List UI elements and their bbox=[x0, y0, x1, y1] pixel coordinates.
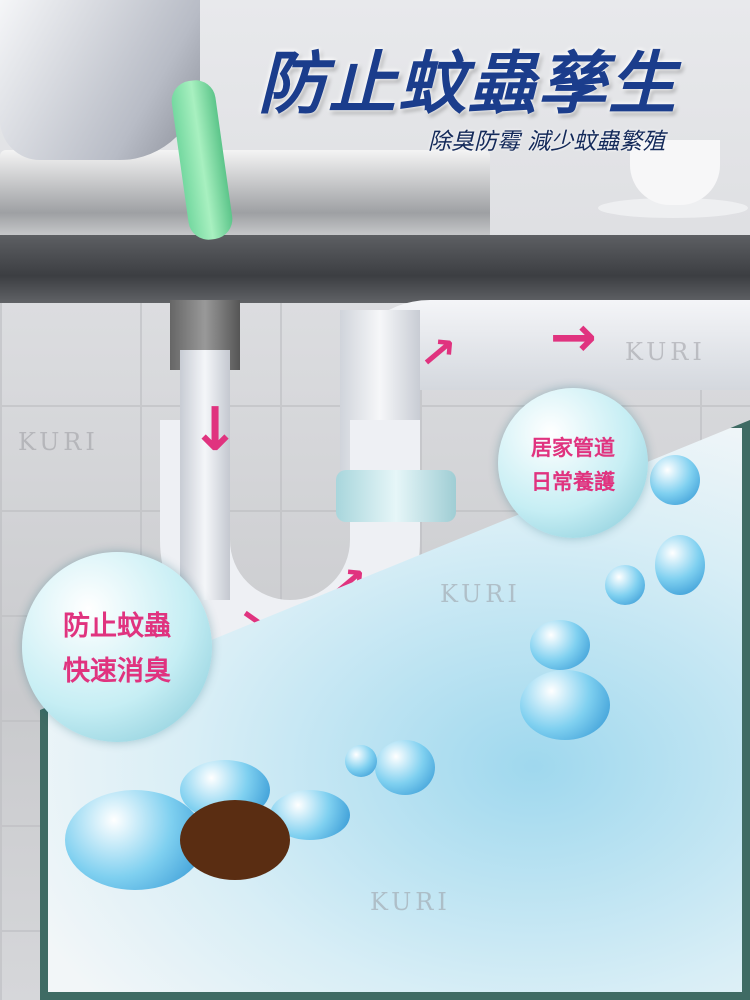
cleaner-bottle bbox=[0, 0, 200, 160]
watermark: KURI bbox=[440, 580, 521, 608]
watermark: KURI bbox=[625, 338, 706, 366]
pipe-nut bbox=[336, 470, 456, 522]
saucer bbox=[598, 198, 748, 218]
bubble bbox=[605, 565, 645, 605]
bubble bbox=[650, 455, 700, 505]
pipe-down bbox=[180, 350, 230, 600]
bubble bbox=[530, 620, 590, 670]
badge-bubble-left: 防止蚊蟲 快速消臭 bbox=[22, 552, 212, 742]
bubble bbox=[655, 535, 705, 595]
coffee-cup bbox=[630, 140, 720, 205]
badge-line: 快速消臭 bbox=[63, 656, 171, 687]
badge-line: 防止蚊蟲 bbox=[63, 611, 171, 642]
cockroach-cartoon bbox=[180, 800, 290, 880]
watermark: KURI bbox=[18, 428, 99, 456]
sink-basin bbox=[0, 150, 490, 240]
headline-title: 防止蚊蟲孳生 bbox=[258, 45, 679, 124]
bubble bbox=[345, 745, 377, 777]
headline-subtitle: 除臭防霉 減少蚊蟲繁殖 bbox=[428, 129, 666, 155]
watermark: KURI bbox=[370, 888, 451, 916]
bubble bbox=[375, 740, 435, 795]
countertop bbox=[0, 235, 750, 303]
badge-line: 日常養護 bbox=[531, 470, 615, 494]
badge-line: 居家管道 bbox=[531, 436, 615, 460]
arrow-down-icon: ↓ bbox=[190, 395, 241, 465]
bubble bbox=[520, 670, 610, 740]
badge-bubble-right: 居家管道 日常養護 bbox=[498, 388, 648, 538]
arrow-right-icon: → bbox=[550, 305, 597, 370]
